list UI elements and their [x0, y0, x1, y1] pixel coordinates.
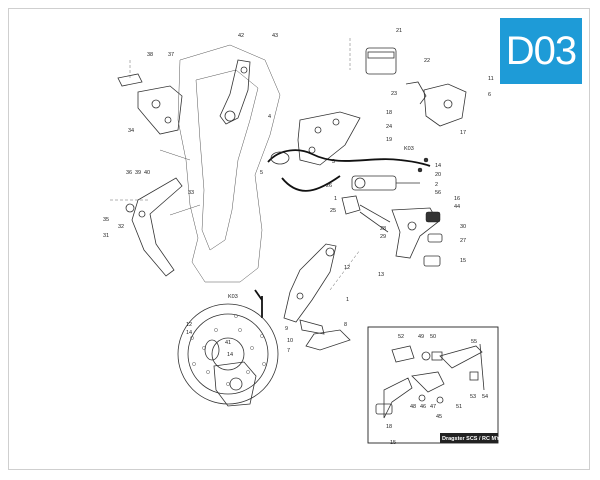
inset-title: Dragster SCS / RC MY21: [442, 436, 506, 442]
callout-41: 41: [225, 340, 231, 346]
callout-1b: 1: [346, 297, 349, 303]
callout-21: 21: [396, 28, 402, 34]
callout-32: 32: [118, 224, 124, 230]
callout-14: 14: [435, 163, 441, 169]
callout-56: 56: [435, 190, 441, 196]
right-footrest-hanger: [219, 59, 251, 125]
inset-detail: [367, 326, 499, 444]
callout-labels: 38 37 34 42 43 21 22 11 6 23 17 18 24 19…: [103, 28, 506, 446]
sensor-cable: [254, 289, 263, 301]
callout-12b: 12: [186, 322, 192, 328]
callout-33: 33: [188, 190, 194, 196]
callout-k03-lower: K03: [228, 294, 238, 300]
hose-clamp: [270, 151, 290, 165]
right-footrest-plate: [283, 243, 361, 351]
section-badge: D03: [500, 18, 582, 84]
callout-2: 2: [435, 182, 438, 188]
callout-12: 12: [344, 265, 350, 271]
callout-51: 51: [456, 404, 462, 410]
callout-42: 42: [238, 33, 244, 39]
callout-54: 54: [482, 394, 488, 400]
callout-8: 8: [344, 322, 347, 328]
callout-6: 6: [488, 92, 491, 98]
callout-18: 18: [386, 110, 392, 116]
callout-26: 26: [326, 183, 332, 189]
callout-48: 48: [410, 404, 416, 410]
rear-brake-lever: [391, 207, 443, 267]
rear-brake-caliper: [204, 339, 257, 407]
callout-k03-upper: K03: [404, 146, 414, 152]
callout-44: 44: [454, 204, 460, 210]
callout-40: 40: [144, 170, 150, 176]
callout-34: 34: [128, 128, 134, 134]
callout-52: 52: [398, 334, 404, 340]
callout-49: 49: [418, 334, 424, 340]
callout-45: 45: [436, 414, 442, 420]
callout-14c: 14: [227, 352, 233, 358]
callout-16: 16: [454, 196, 460, 202]
callout-27: 27: [460, 238, 466, 244]
left-footrest-bracket: [117, 60, 183, 135]
callout-43: 43: [272, 33, 278, 39]
callout-39: 39: [135, 170, 141, 176]
callout-15b: 15: [390, 440, 396, 446]
callout-18b: 18: [386, 424, 392, 430]
frame-body: [159, 44, 281, 283]
callout-31: 31: [103, 233, 109, 239]
callout-1: 1: [334, 196, 337, 202]
rear-master-cylinder: [351, 157, 429, 191]
callout-25: 25: [330, 208, 336, 214]
callout-15: 15: [460, 258, 466, 264]
callout-47: 47: [430, 404, 436, 410]
callout-14b: 14: [186, 330, 192, 336]
callout-23: 23: [391, 91, 397, 97]
callout-36: 36: [126, 170, 132, 176]
callout-28: 28: [380, 226, 386, 232]
callout-11: 11: [488, 76, 494, 82]
callout-35: 35: [103, 217, 109, 223]
brake-fluid-reservoir: [349, 38, 467, 127]
callout-37: 37: [168, 52, 174, 58]
callout-30: 30: [460, 224, 466, 230]
callout-7: 7: [287, 348, 290, 354]
callout-3: 3: [332, 159, 335, 165]
gear-shift-lever: [110, 177, 183, 277]
callout-19: 19: [386, 137, 392, 143]
callout-50: 50: [430, 334, 436, 340]
reservoir-hose: [281, 175, 341, 192]
callout-4: 4: [268, 114, 271, 120]
callout-17: 17: [460, 130, 466, 136]
callout-46: 46: [420, 404, 426, 410]
callout-9: 9: [285, 326, 288, 332]
callout-10: 10: [287, 338, 293, 344]
callout-53: 53: [470, 394, 476, 400]
callout-24: 24: [386, 124, 392, 130]
callout-22: 22: [424, 58, 430, 64]
callout-38: 38: [147, 52, 153, 58]
callout-29: 29: [380, 234, 386, 240]
master-cylinder-bracket: [297, 111, 361, 166]
callout-55: 55: [471, 339, 477, 345]
rear-brake-disc: [177, 303, 279, 405]
callout-20: 20: [435, 172, 441, 178]
callout-13: 13: [378, 272, 384, 278]
brake-hose: [267, 149, 431, 167]
callout-5: 5: [260, 170, 263, 176]
pushrod-assembly: [341, 195, 391, 233]
